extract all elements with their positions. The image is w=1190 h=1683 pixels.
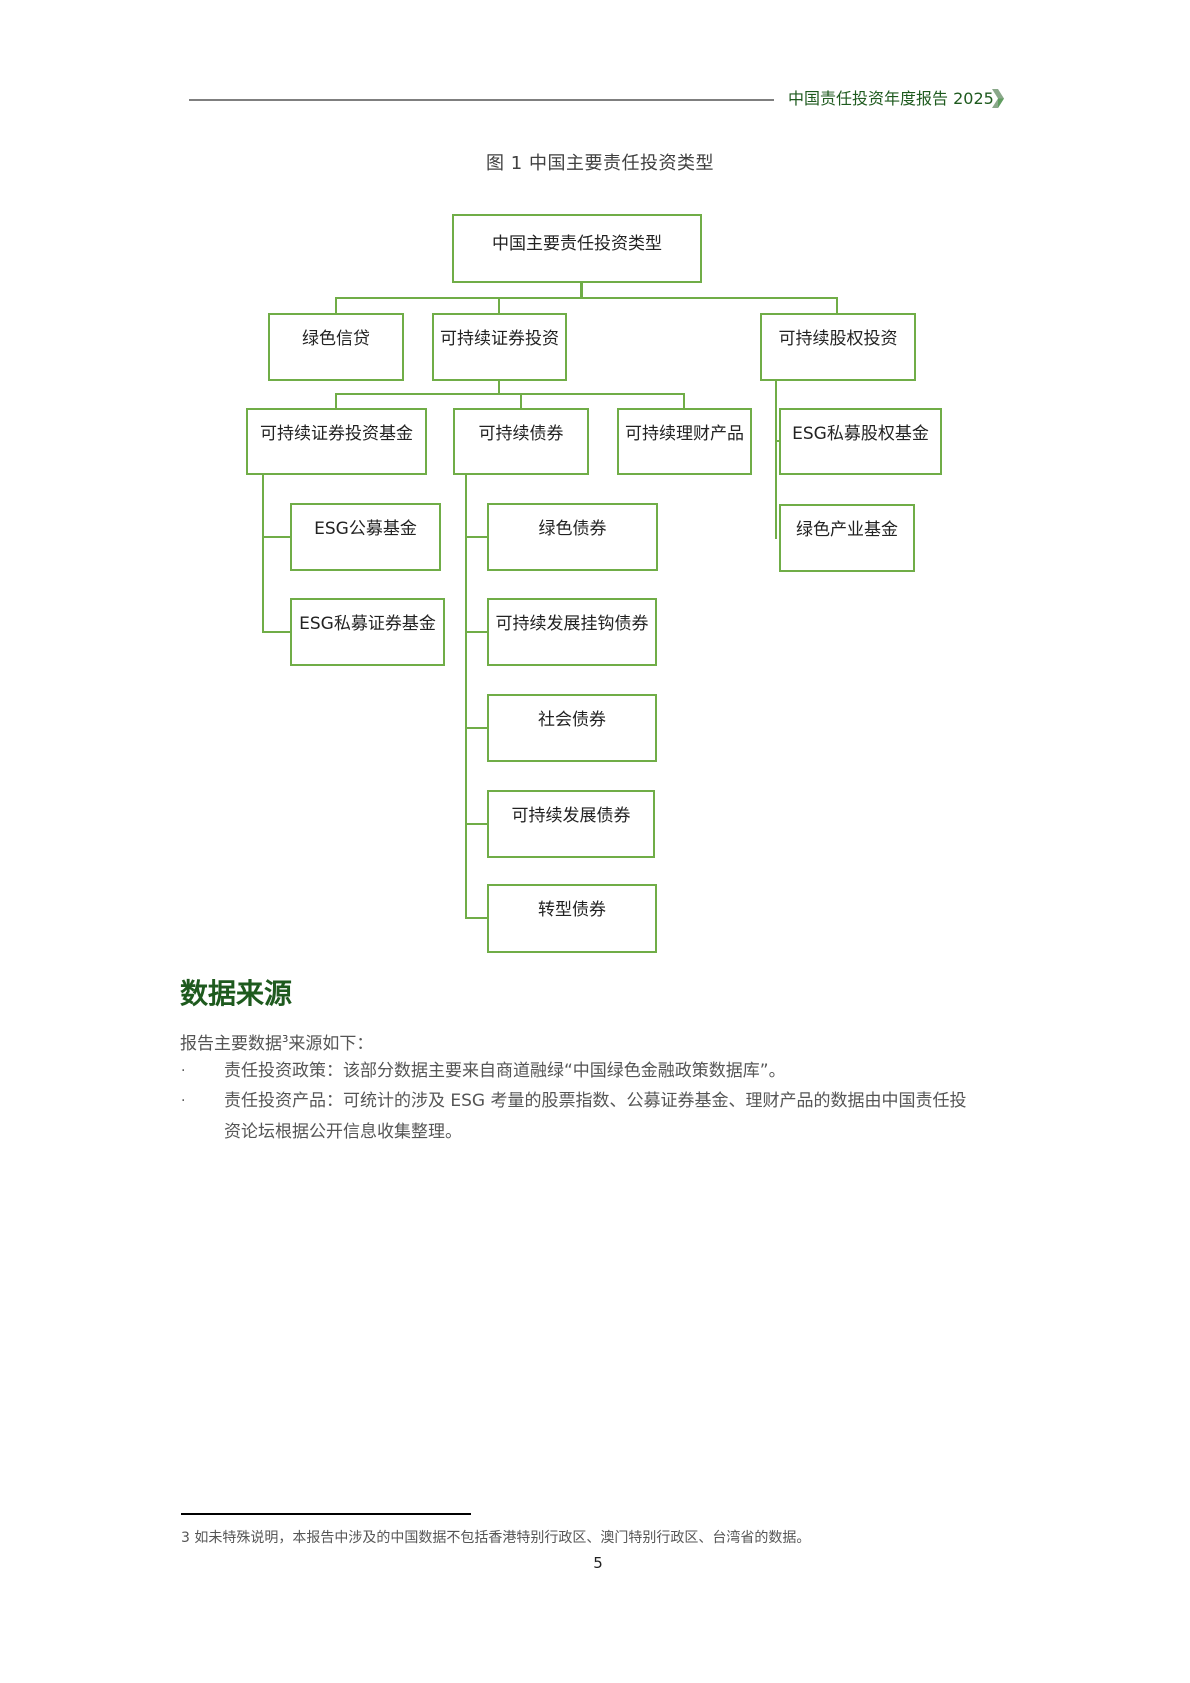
footnote-text: 3 如未特殊说明，本报告中涉及的中国数据不包括香港特别行政区、澳门特别行政区、台… — [181, 1530, 811, 1546]
bullet-products: 责任投资产品：可统计的涉及 ESG 考量的股票指数、公募证券基金、理财产品的数据… — [224, 1091, 967, 1111]
node-sustainable-securities: 可持续证券投资 — [432, 313, 567, 381]
connector — [836, 297, 838, 314]
connector — [465, 917, 487, 919]
connector — [262, 631, 290, 633]
bullet-policy: 责任投资政策：该部分数据主要来自商道融绿“中国绿色金融政策数据库”。 — [224, 1061, 786, 1081]
node-sll-bonds: 可持续发展挂钩债券 — [487, 598, 657, 666]
intro-text-start: 报告主要数据 — [180, 1034, 282, 1054]
connector — [520, 393, 522, 409]
connector — [498, 297, 500, 314]
connector — [465, 727, 487, 729]
node-wealth-products: 可持续理财产品 — [617, 408, 752, 475]
node-esg-private-fund: ESG私募证券基金 — [290, 598, 445, 666]
connector — [465, 631, 487, 633]
connector — [335, 297, 337, 314]
bullet-icon: · — [181, 1063, 186, 1079]
section-heading: 数据来源 — [180, 977, 293, 1010]
node-securities-fund: 可持续证券投资基金 — [246, 408, 427, 475]
node-esg-public-fund: ESG公募基金 — [290, 503, 441, 571]
node-esg-pe-fund: ESG私募股权基金 — [779, 408, 942, 475]
node-transition-bonds: 转型债券 — [487, 884, 657, 953]
connector — [465, 473, 467, 919]
connector — [335, 393, 685, 395]
node-green-credit: 绿色信贷 — [268, 313, 404, 381]
figure-caption: 图 1 中国主要责任投资类型 — [486, 153, 714, 174]
node-social-bonds: 社会债券 — [487, 694, 657, 762]
node-sustainability-bonds: 可持续发展债券 — [487, 790, 655, 858]
bullet-products-cont: 资论坛根据公开信息收集整理。 — [224, 1122, 462, 1142]
node-green-bonds: 绿色债券 — [487, 503, 658, 571]
footnote-ref[interactable]: 3 — [282, 1034, 289, 1045]
connector — [775, 440, 779, 442]
connector — [775, 379, 777, 539]
org-diagram: 中国主要责任投资类型 绿色信贷 可持续证券投资 可持续股权投资 可持续证券投资基… — [246, 214, 942, 953]
node-root: 中国主要责任投资类型 — [452, 214, 702, 283]
connector — [262, 473, 264, 633]
connector — [335, 393, 337, 409]
page-number: 5 — [593, 1554, 603, 1572]
connector — [580, 282, 583, 299]
bullet-icon: · — [181, 1093, 186, 1109]
connector — [465, 536, 487, 538]
footnote-rule — [181, 1513, 471, 1515]
header-rule — [189, 99, 774, 101]
report-title: 中国责任投资年度报告 2025 — [788, 89, 994, 108]
connector — [465, 823, 487, 825]
connector — [498, 379, 500, 394]
node-sustainable-bonds: 可持续债券 — [453, 408, 589, 475]
connector — [262, 536, 290, 538]
node-green-industry-fund: 绿色产业基金 — [779, 504, 915, 572]
connector — [683, 393, 685, 409]
chevron-right-icon — [992, 89, 1004, 108]
intro-text: 报告主要数据3来源如下： — [180, 1028, 373, 1056]
intro-text-end: 来源如下： — [288, 1034, 374, 1054]
connector — [335, 297, 838, 299]
node-sustainable-equity: 可持续股权投资 — [760, 313, 916, 381]
